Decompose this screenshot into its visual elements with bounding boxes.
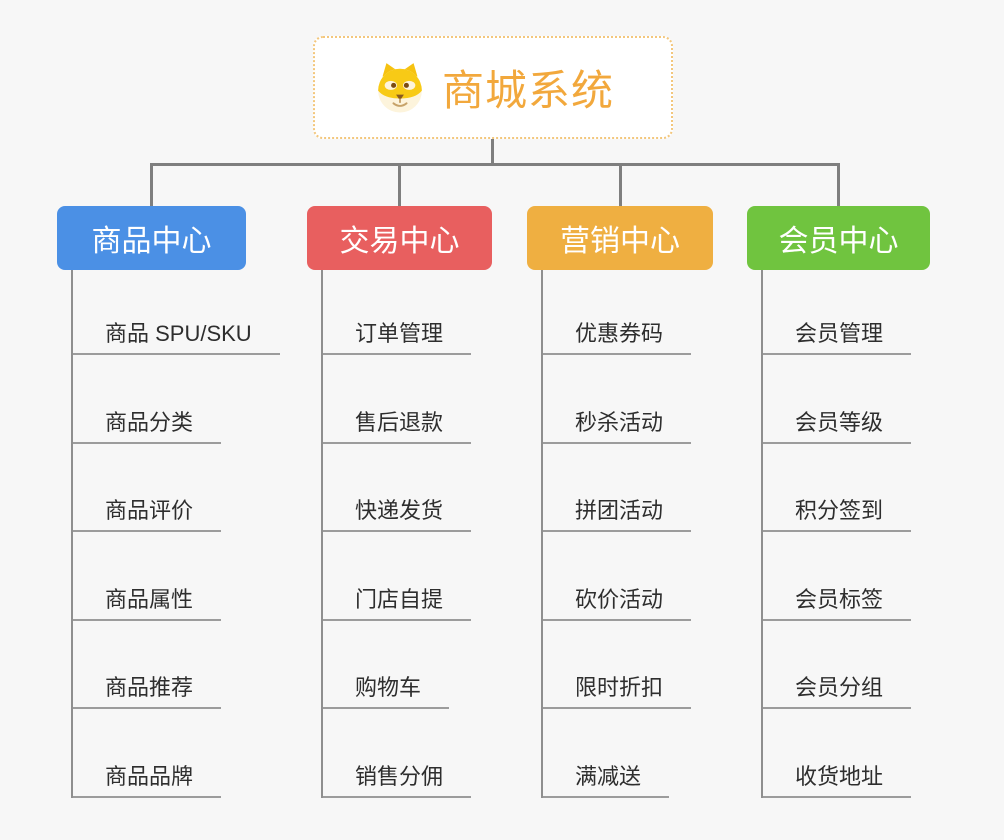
leaf-topic[interactable]: 购物车	[323, 621, 450, 710]
leaf-label: 会员标签	[795, 586, 884, 612]
branch-label: 营销中心	[560, 225, 680, 258]
branch-label: 商品中心	[91, 225, 212, 258]
leaf-label: 订单管理	[355, 321, 444, 346]
leaf-label: 商品属性	[105, 586, 194, 612]
root-title: 商城系统	[441, 67, 614, 114]
leaf-label: 会员等级	[795, 409, 884, 435]
branch-items: 优惠券码 秒杀活动 拼团活动 砍价活动 限时折扣 满减送	[541, 270, 692, 798]
leaf-label: 会员管理	[795, 321, 884, 346]
leaf-topic[interactable]: 门店自提	[323, 532, 472, 621]
leaf-topic[interactable]: 拼团活动	[543, 444, 692, 533]
branch-node-3[interactable]: 会员中心	[747, 206, 930, 270]
leaf-label: 门店自提	[355, 586, 444, 612]
connector-horizontal	[150, 163, 840, 166]
leaf-topic[interactable]: 满减送	[543, 709, 670, 798]
leaf-label: 秒杀活动	[575, 409, 664, 435]
leaf-label: 收货地址	[795, 763, 884, 789]
leaf-topic[interactable]: 砍价活动	[543, 532, 692, 621]
leaf-topic[interactable]: 售后退款	[323, 355, 472, 444]
leaf-topic[interactable]: 商品推荐	[73, 621, 222, 710]
leaf-label: 商品品牌	[105, 763, 194, 789]
branch-label: 会员中心	[778, 225, 899, 258]
leaf-label: 积分签到	[795, 498, 884, 524]
leaf-label: 售后退款	[355, 409, 444, 435]
leaf-label: 优惠券码	[575, 321, 664, 346]
branch-node-0[interactable]: 商品中心	[57, 206, 246, 270]
connector-branch-drop	[398, 163, 401, 207]
leaf-topic[interactable]: 秒杀活动	[543, 355, 692, 444]
connector-branch-drop	[150, 163, 153, 207]
leaf-topic[interactable]: 商品 SPU/SKU	[73, 270, 280, 355]
branch-label: 交易中心	[339, 225, 460, 258]
leaf-label: 快递发货	[355, 498, 444, 524]
leaf-topic[interactable]: 商品品牌	[73, 709, 222, 798]
leaf-label: 商品 SPU/SKU	[105, 321, 252, 346]
leaf-topic[interactable]: 会员等级	[763, 355, 912, 444]
branch-items: 商品 SPU/SKU 商品分类 商品评价 商品属性 商品推荐 商品品牌	[71, 270, 280, 798]
leaf-topic[interactable]: 商品评价	[73, 444, 222, 533]
leaf-topic[interactable]: 限时折扣	[543, 621, 692, 710]
dog-icon	[372, 60, 428, 116]
leaf-label: 购物车	[355, 675, 422, 701]
connector-branch-drop	[837, 163, 840, 207]
leaf-label: 会员分组	[795, 675, 884, 701]
branch-node-2[interactable]: 营销中心	[527, 206, 713, 270]
branch-items: 订单管理 售后退款 快递发货 门店自提 购物车 销售分佣	[321, 270, 472, 798]
leaf-topic[interactable]: 积分签到	[763, 444, 912, 533]
leaf-label: 拼团活动	[575, 498, 664, 524]
leaf-topic[interactable]: 会员管理	[763, 270, 912, 355]
branch-node-1[interactable]: 交易中心	[307, 206, 492, 270]
leaf-label: 商品分类	[105, 409, 194, 435]
leaf-topic[interactable]: 优惠券码	[543, 270, 692, 355]
leaf-topic[interactable]: 快递发货	[323, 444, 472, 533]
leaf-topic[interactable]: 收货地址	[763, 709, 912, 798]
leaf-topic[interactable]: 会员标签	[763, 532, 912, 621]
leaf-label: 商品推荐	[105, 675, 194, 701]
leaf-label: 满减送	[575, 763, 642, 789]
leaf-topic[interactable]: 商品属性	[73, 532, 222, 621]
root-topic[interactable]: 商城系统	[313, 36, 673, 139]
leaf-topic[interactable]: 会员分组	[763, 621, 912, 710]
leaf-topic[interactable]: 销售分佣	[323, 709, 472, 798]
leaf-label: 限时折扣	[575, 675, 664, 701]
leaf-label: 砍价活动	[575, 586, 664, 612]
leaf-label: 销售分佣	[355, 763, 444, 789]
branch-items: 会员管理 会员等级 积分签到 会员标签 会员分组 收货地址	[761, 270, 912, 798]
connector-root-stem	[491, 139, 494, 164]
leaf-label: 商品评价	[105, 498, 194, 524]
leaf-topic[interactable]: 商品分类	[73, 355, 222, 444]
connector-branch-drop	[618, 163, 622, 207]
leaf-topic[interactable]: 订单管理	[323, 270, 472, 355]
